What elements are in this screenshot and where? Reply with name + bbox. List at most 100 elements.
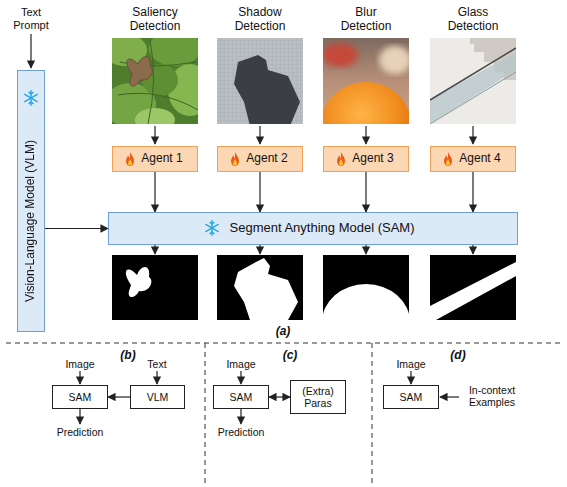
node-text: Agent 4 [459,152,500,166]
node-text: Vision-Language Model (VLM) [24,140,38,302]
sam-box: Segment Anything Model (SAM) [108,212,518,245]
task-title: Saliency Detection [119,6,191,34]
connector-layer [45,172,473,397]
layout-arrows [440,396,459,397]
blur-image [323,43,358,67]
saliency-image [135,108,175,124]
flow-arrow [472,172,473,212]
layout-arrows [31,34,473,424]
saliency-mask [112,255,198,320]
layout-arrows [30,34,31,68]
input-label: In-context Examples [461,384,523,408]
node-text: Agent 3 [352,152,393,166]
trainable-icon [231,152,239,166]
glass-mask [430,255,516,320]
blur-mask [323,284,409,320]
panel-tag: (d) [443,349,473,363]
input-label: Text [137,358,177,370]
glass-image [430,38,516,124]
frozen-icon [25,91,218,235]
output-label: Prediction [50,426,110,438]
node-text: (Extra) Paras [291,385,345,409]
node-text: Agent 2 [246,152,287,166]
layout-arrows [365,245,366,254]
panel-tag: (a) [268,325,298,339]
task-title: Shadow Detection [224,6,296,34]
glass-image [430,52,516,124]
node-text: SAM [230,391,253,403]
panel-separators [6,343,561,344]
saliency-mask [126,267,152,297]
shadow-mask [217,255,303,320]
glass-image [430,48,516,100]
layout-arrows [240,409,241,424]
task-title: Glass Detection [437,6,509,34]
saliency-image [127,57,153,86]
flow-arrow [365,172,366,212]
input-label: Text Prompt [9,6,53,31]
panel-tag: (b) [113,349,143,363]
vlm-box: VLM [130,385,185,409]
flow-arrow [108,396,130,397]
layout-arrows [240,371,241,384]
sam-box: SAM [52,385,108,409]
saliency-image [112,38,198,124]
param-box: (Extra) Paras [290,380,346,414]
flow-arrow [259,172,260,212]
blur-mask [322,255,410,360]
layout-arrows [156,371,157,384]
layout-arrows [259,245,260,254]
agent-box: Agent 4 [430,146,516,172]
panel-tag: (c) [275,349,305,363]
blur-image [379,46,409,74]
flow-arrow [154,172,155,212]
shadow-mask [234,258,298,320]
trainable-icon [337,152,345,166]
blur-image [323,38,409,124]
input-label: Image [386,358,436,370]
layout-arrows [154,126,155,144]
trainable-icon [126,152,134,166]
task-title: Blur Detection [330,6,402,34]
layout-arrows [79,409,80,424]
layout-arrows [79,371,80,384]
saliency-image [149,38,198,66]
blur-image [323,82,409,124]
agent-box: Agent 2 [217,146,303,172]
saliency-image [118,40,198,124]
layout-arrows [472,126,473,144]
glass-mask [430,262,516,320]
node-text: Agent 1 [141,152,182,166]
output-label: Prediction [211,426,271,438]
trainable-icon [126,152,452,166]
shadow-image [234,55,300,124]
glass-image [430,38,516,124]
flow-arrow [269,396,290,397]
flow-arrow [45,228,108,229]
sam-box: SAM [383,385,439,409]
layout-arrows [472,245,473,254]
glass-image [430,72,516,124]
frozen-icon [206,221,218,235]
sam-box: SAM [213,385,269,409]
layout-arrows [365,126,366,144]
panel-separators [205,343,206,487]
saliency-mask [112,255,198,320]
panel-separators [6,343,561,487]
layout-arrows [259,126,260,144]
panel-separators [372,343,373,487]
layout-arrows [410,371,411,384]
node-text: Segment Anything Model (SAM) [230,221,415,236]
node-text: SAM [69,391,92,403]
input-label: Image [55,358,105,370]
vlm-box: Vision-Language Model (VLM) [17,70,45,332]
shadow-image [217,38,303,124]
input-label: Image [216,358,266,370]
shadow-mask [217,255,303,320]
glass-mask [430,255,516,320]
node-text: SAM [400,391,423,403]
agent-box: Agent 1 [112,146,198,172]
agent-box: Agent 3 [323,146,409,172]
trainable-icon [444,152,452,166]
